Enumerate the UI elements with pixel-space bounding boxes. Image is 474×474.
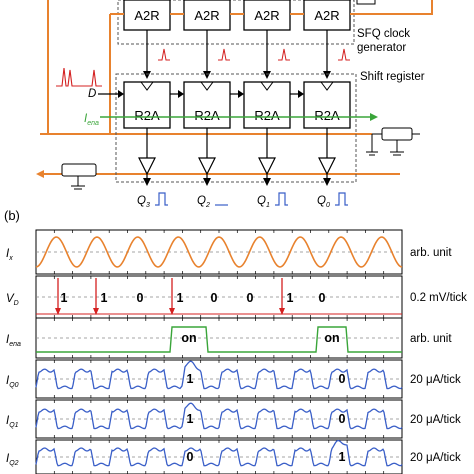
trace-iq1 [35, 402, 403, 430]
r2a-block-1: R2A [134, 108, 160, 123]
vd-bit-6: 1 [287, 291, 294, 305]
clock-generator-label-1: SFQ clock [357, 28, 410, 40]
trace-unit-0: arb. unit [410, 247, 452, 259]
shift-register-box [115, 73, 357, 183]
a2r-block-1: A2R [134, 8, 159, 23]
coax-left [61, 163, 97, 190]
ena-label-0: on [181, 331, 196, 345]
vd-bit-4: 0 [211, 291, 218, 305]
output-waveform-icons [155, 192, 348, 206]
trace-iq1-bit-1: 0 [339, 412, 346, 426]
trace-unit-5: 20 μA/tick [410, 452, 461, 464]
trace-unit-2: arb. unit [410, 333, 452, 345]
clock-pulse-icons [158, 48, 350, 61]
panel-b-label: (b) [4, 208, 20, 223]
clock-arrows [146, 30, 328, 74]
trace-iq1-bit-0: 1 [187, 412, 194, 426]
trace-iq2-bit-1: 1 [339, 450, 346, 464]
a2r-block-3: A2R [254, 8, 279, 23]
trace-label-3: IQ0 [6, 375, 19, 389]
trace-unit-4: 20 μA/tick [410, 414, 461, 426]
a2r-block-4: A2R [314, 8, 339, 23]
vd-bit-0: 1 [61, 291, 68, 305]
trace-label-1: VD [6, 293, 19, 307]
trace-unit-1: 0.2 mV/tick [410, 292, 467, 304]
trace-iena [36, 326, 402, 353]
output-buffers [138, 128, 336, 180]
r2a-block-4: R2A [314, 108, 340, 123]
trace-label-4: IQ1 [6, 415, 19, 429]
r2a-block-3: R2A [254, 108, 280, 123]
r2a-clock-notches [140, 81, 334, 91]
vd-bit-1: 1 [101, 291, 108, 305]
vd-bit-7: 0 [319, 291, 326, 305]
trace-label-5: IQ2 [6, 453, 19, 467]
trace-iq0 [35, 360, 403, 390]
trace-iq0-bit-1: 0 [339, 372, 346, 386]
data-chain-arrowheads [178, 90, 304, 98]
trace-iq2-bit-0: 0 [187, 450, 194, 464]
vd-bit-2: 0 [137, 291, 144, 305]
clock-generator-output-stub [356, 0, 376, 5]
a2r-chain [109, 13, 362, 134]
vd-pulse-head-2 [169, 308, 175, 315]
input-d-label: D [88, 88, 96, 100]
shift-register-label: Shift register [360, 71, 425, 83]
clock-arrowheads [143, 71, 331, 79]
trace-iq0-bit-0: 1 [187, 372, 194, 386]
clock-generator-label-2: generator [357, 42, 406, 54]
trace-label-0: Ix [6, 248, 13, 262]
input-d-arrowhead [118, 90, 124, 98]
r2a-block-2: R2A [194, 108, 220, 123]
output-q0-label: Q0 [317, 195, 330, 209]
r2a-blocks [123, 81, 351, 129]
trace-unit-3: 20 μA/tick [410, 374, 461, 386]
enable-arrowhead [370, 113, 378, 121]
output-q2-label: Q2 [197, 195, 210, 209]
trace-ix-sine [35, 236, 403, 268]
enable-label: Iena [84, 113, 99, 127]
vd-bit-3: 1 [177, 291, 184, 305]
vd-bit-5: 0 [247, 291, 254, 305]
input-pulse-train [56, 67, 102, 87]
clock-out-arrowhead [36, 170, 44, 178]
clock-loop-wires [40, 0, 433, 175]
output-q1-label: Q1 [257, 195, 270, 209]
vd-pulse-head-3 [279, 308, 285, 315]
vd-pulse-head-1 [93, 308, 99, 315]
output-arrowheads [143, 178, 331, 186]
a2r-block-2: A2R [194, 8, 219, 23]
trace-iq2 [35, 439, 403, 467]
coax-right [366, 127, 420, 156]
sfq-clock-generator-box [117, 0, 355, 45]
output-q3-label: Q3 [137, 195, 150, 209]
vd-pulse-head-0 [55, 308, 61, 315]
trace-label-2: Iena [6, 334, 21, 348]
ena-label-1: on [324, 331, 339, 345]
